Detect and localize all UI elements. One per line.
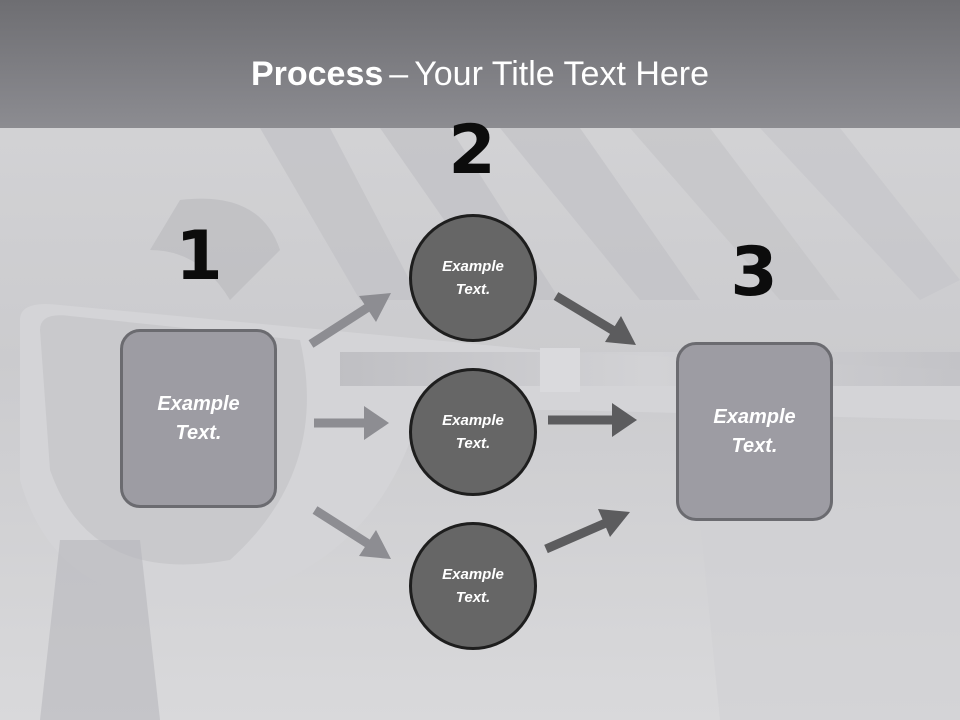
slide-title: Process–Your Title Text Here [0, 52, 960, 96]
title-rest-part: Your Title Text Here [414, 55, 710, 93]
arrow-2c-to-3 [544, 509, 630, 554]
step-1-box-line1: Example [157, 392, 240, 415]
title-bold-part: Process [250, 55, 384, 93]
arrow-1-to-2a [308, 293, 391, 348]
step-3-box-line1: Example [713, 405, 796, 428]
step-2-circle-bottom: Example Text. [409, 522, 537, 650]
step-2-circle-bottom-line1: Example [442, 566, 504, 583]
step-2-circle-middle-line2: Text. [455, 435, 491, 452]
arrow-2b-to-3 [548, 403, 637, 437]
step-number-1: 1 [175, 217, 223, 296]
step-2-circle-top-line2: Text. [455, 281, 491, 298]
title-band [0, 0, 960, 128]
step-number-3: 3 [730, 233, 778, 312]
title-dash: – [389, 55, 409, 93]
arrow-1-to-2c [312, 506, 391, 559]
step-2-circle-middle-line1: Example [442, 412, 504, 429]
arrow-1-to-2b [314, 406, 389, 440]
arrow-2a-to-3 [553, 292, 636, 345]
step-3-box-line2: Text. [731, 434, 778, 457]
step-1-box-line2: Text. [175, 421, 222, 444]
step-2-circle-middle: Example Text. [409, 368, 537, 496]
step-3-box: Example Text. [676, 342, 833, 521]
step-number-2: 2 [448, 111, 496, 190]
step-2-circle-bottom-line2: Text. [455, 589, 491, 606]
step-2-circle-top-line1: Example [442, 258, 504, 275]
step-1-box: Example Text. [120, 329, 277, 508]
step-2-circle-top: Example Text. [409, 214, 537, 342]
